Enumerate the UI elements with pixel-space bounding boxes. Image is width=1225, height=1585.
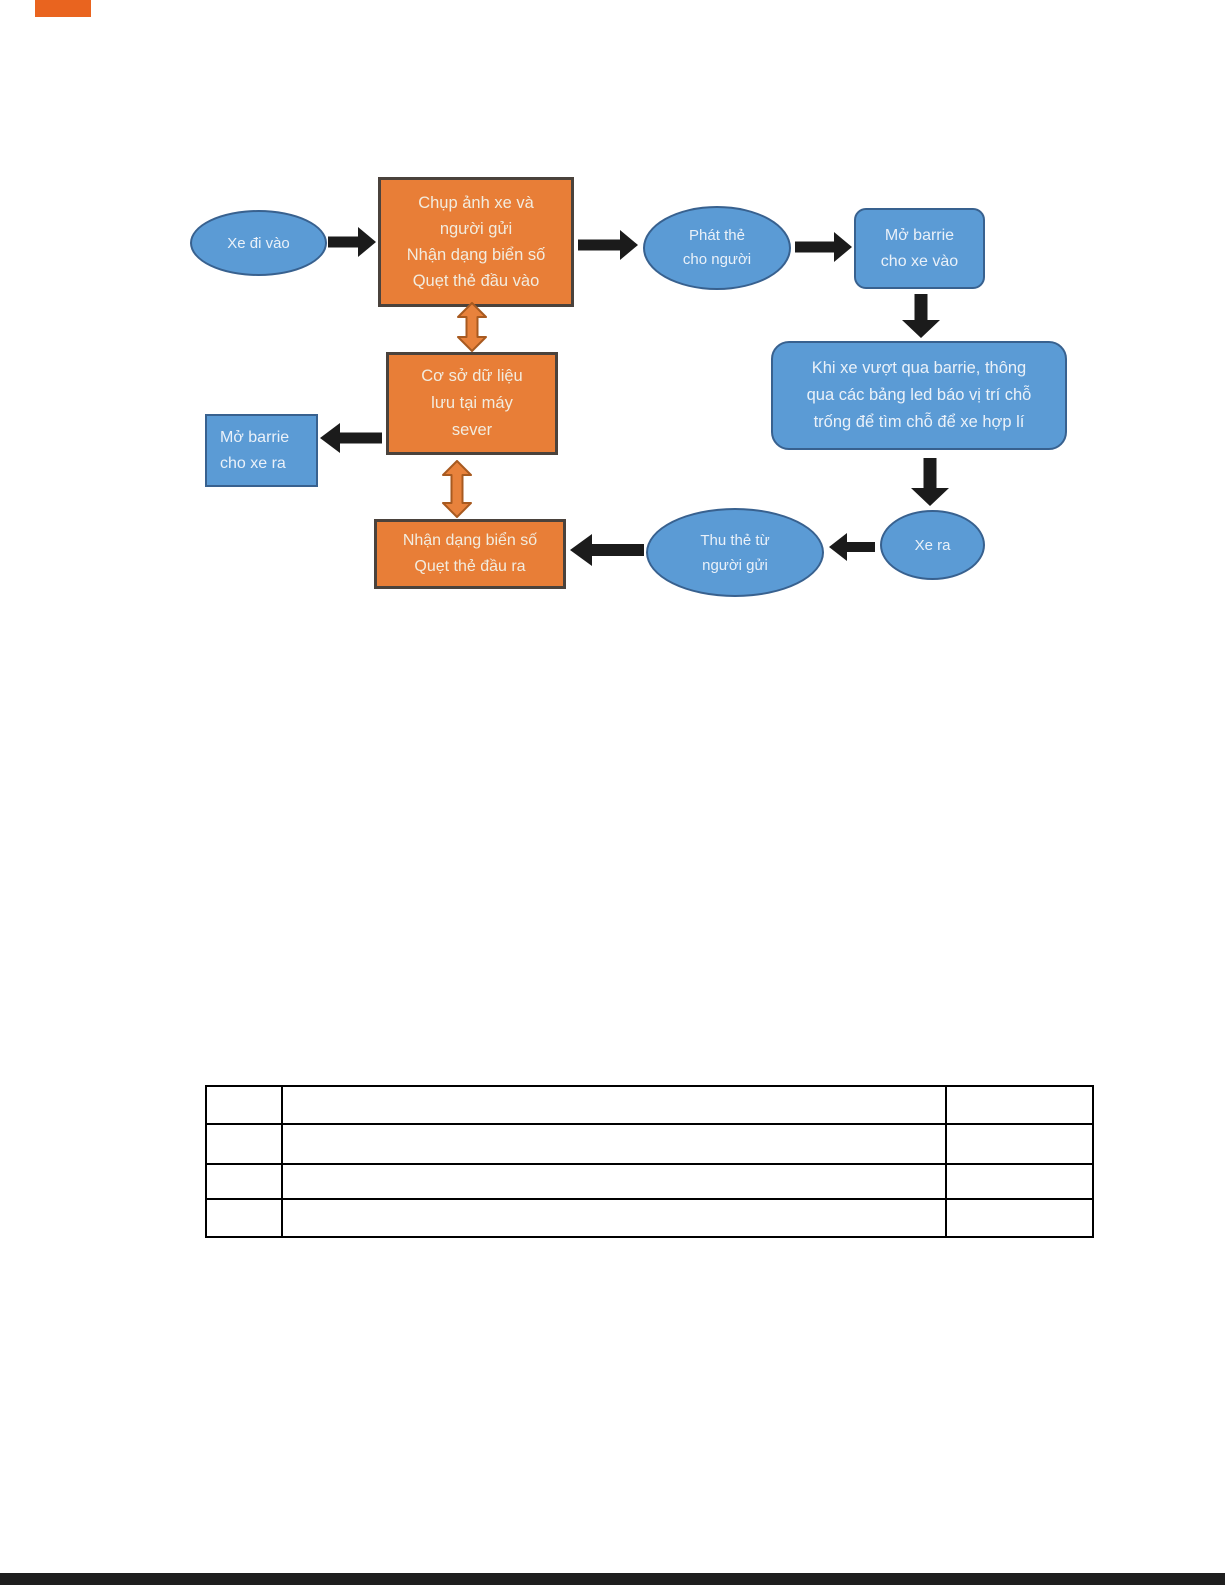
table-cell: [281, 1085, 947, 1125]
table-cell: [945, 1123, 1094, 1165]
flow-node-issue-card-ellipse: Phát thẻ cho người: [643, 206, 791, 290]
table-row: [205, 1123, 1094, 1165]
table-cell: [281, 1198, 947, 1238]
flow-node-label: Chụp ảnh xe và người gửi Nhận dạng biển …: [406, 194, 546, 290]
page-bottom-bar: [0, 1573, 1225, 1585]
flow-node-database-box: Cơ sở dữ liệu lưu tại máy sever: [386, 352, 558, 455]
flow-node-label: Xe ra: [914, 536, 951, 554]
flow-node-label: Phát thẻ cho người: [682, 227, 752, 268]
arrow-right-icon: [328, 227, 376, 257]
arrow-right-icon: [578, 230, 638, 260]
flow-node-label: Nhận dạng biển số Quẹt thẻ đầu ra: [402, 532, 538, 575]
table-cell: [281, 1123, 947, 1165]
top-left-orange-artifact: [35, 0, 91, 17]
arrow-down-icon: [911, 458, 949, 506]
flow-node-entry-ellipse: Xe đi vào: [190, 210, 327, 276]
flow-node-led-info-box: Khi xe vượt qua barrie, thông qua các bả…: [771, 341, 1067, 450]
flow-node-open-barrier-out-box: Mở barrie cho xe ra: [205, 414, 318, 487]
table-cell: [205, 1085, 283, 1125]
double-arrow-vertical-icon: [457, 302, 487, 352]
arrow-right-icon: [795, 232, 852, 262]
flow-node-label: Khi xe vượt qua barrie, thông qua các bả…: [806, 359, 1032, 431]
table-row: [205, 1163, 1094, 1200]
table-cell: [945, 1085, 1094, 1125]
empty-spec-table: [205, 1085, 1094, 1238]
arrow-down-icon: [902, 294, 940, 338]
arrow-left-icon: [829, 533, 875, 561]
arrow-left-icon: [320, 423, 382, 453]
table-cell: [945, 1163, 1094, 1200]
arrow-left-icon: [570, 534, 644, 566]
table-cell: [205, 1163, 283, 1200]
table-cell: [281, 1163, 947, 1200]
flow-node-label: Mở barrie cho xe vào: [880, 226, 959, 270]
table-cell: [205, 1198, 283, 1238]
table-row: [205, 1085, 1094, 1125]
table-row: [205, 1198, 1094, 1238]
flow-node-recognize-out-box: Nhận dạng biển số Quẹt thẻ đầu ra: [374, 519, 566, 589]
double-arrow-vertical-icon: [442, 460, 472, 518]
table-cell: [945, 1198, 1094, 1238]
flow-node-label: Thu thẻ từ người gửi: [700, 531, 770, 574]
flow-node-collect-card-ellipse: Thu thẻ từ người gửi: [646, 508, 824, 597]
flow-node-exit-ellipse: Xe ra: [880, 510, 985, 580]
flow-node-open-barrier-in-box: Mở barrie cho xe vào: [854, 208, 985, 289]
flow-node-label: Mở barrie cho xe ra: [220, 428, 290, 472]
flow-node-label: Cơ sở dữ liệu lưu tại máy sever: [421, 367, 523, 439]
flow-node-label: Xe đi vào: [227, 234, 290, 252]
flow-node-capture-box: Chụp ảnh xe và người gửi Nhận dạng biển …: [378, 177, 574, 307]
table-cell: [205, 1123, 283, 1165]
